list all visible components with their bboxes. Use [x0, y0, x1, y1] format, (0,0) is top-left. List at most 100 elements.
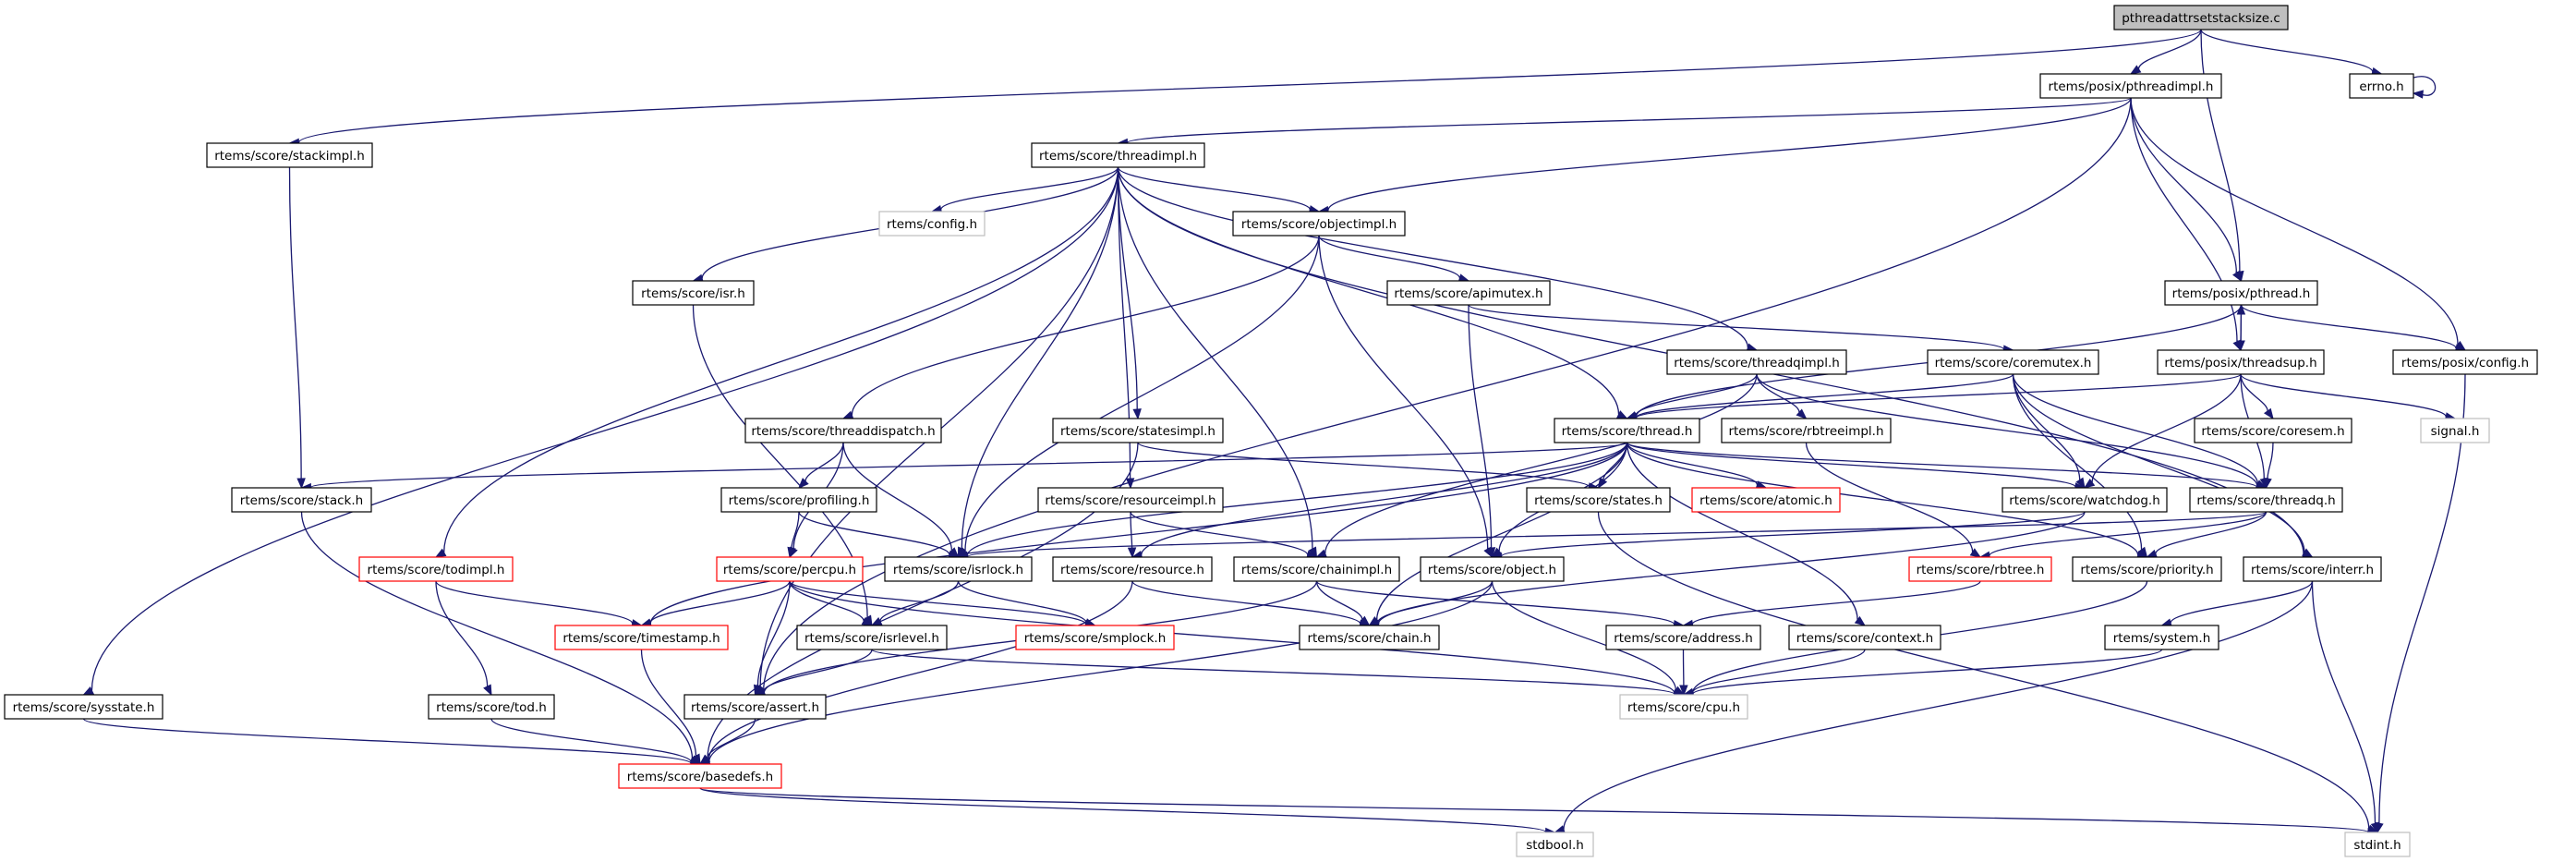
- node-tod[interactable]: rtems/score/tod.h: [428, 694, 555, 720]
- node-basedefs[interactable]: rtems/score/basedefs.h: [618, 763, 782, 789]
- node-posixconfig[interactable]: rtems/posix/config.h: [2392, 349, 2538, 375]
- node-isrlevel[interactable]: rtems/score/isrlevel.h: [796, 625, 948, 650]
- node-resourceimpl[interactable]: rtems/score/resourceimpl.h: [1037, 487, 1224, 513]
- node-pthread[interactable]: rtems/posix/pthread.h: [2164, 280, 2318, 306]
- node-errno[interactable]: errno.h: [2349, 73, 2414, 99]
- edge-line: [2012, 373, 2081, 480]
- edge-arrowhead: [483, 684, 492, 697]
- node-label: rtems/posix/pthread.h: [2172, 286, 2311, 301]
- node-timestamp[interactable]: rtems/score/timestamp.h: [554, 625, 729, 650]
- edge-isrlevel-to-cpu: [871, 649, 1686, 699]
- node-label: rtems/score/thread.h: [1562, 424, 1693, 439]
- edge-line: [2130, 97, 2237, 273]
- edge-line: [804, 442, 844, 482]
- node-assert[interactable]: rtems/score/assert.h: [683, 694, 827, 720]
- edge-interr-to-stdint: [2311, 580, 2379, 834]
- node-rbtree[interactable]: rtems/score/rbtree.h: [1908, 556, 2052, 582]
- edge-line: [2240, 373, 2268, 412]
- edge-arrowhead: [2263, 477, 2272, 490]
- edge-line: [871, 649, 1675, 696]
- edge-threadimpl-to-objectimpl: [1117, 166, 1321, 214]
- node-box: [632, 280, 755, 306]
- node-states[interactable]: rtems/score/states.h: [1526, 487, 1671, 513]
- node-threadqimpl[interactable]: rtems/score/threadqimpl.h: [1666, 349, 1847, 375]
- node-address[interactable]: rtems/score/address.h: [1605, 625, 1761, 650]
- edge-line: [2012, 373, 2305, 552]
- node-isrlock[interactable]: rtems/score/isrlock.h: [884, 556, 1033, 582]
- edge-line: [649, 442, 1628, 625]
- node-threaddispatch[interactable]: rtems/score/threaddispatch.h: [744, 418, 942, 443]
- edge-line: [961, 166, 1119, 549]
- node-rbtreeimpl[interactable]: rtems/score/rbtreeimpl.h: [1721, 418, 1892, 443]
- edge-object-to-basedefs: [698, 580, 1494, 767]
- edge-arrowhead: [2083, 478, 2096, 489]
- edge-line: [957, 580, 1087, 624]
- edge-todimpl-to-tod: [435, 580, 492, 697]
- node-todimpl[interactable]: rtems/score/todimpl.h: [358, 556, 514, 582]
- node-chainimpl[interactable]: rtems/score/chainimpl.h: [1233, 556, 1400, 582]
- node-label: rtems/posix/config.h: [2401, 356, 2529, 370]
- edge-isrlock-to-smplock: [957, 580, 1096, 627]
- node-stack[interactable]: rtems/score/stack.h: [231, 487, 372, 513]
- node-resource[interactable]: rtems/score/resource.h: [1052, 556, 1213, 582]
- node-pthreadimpl[interactable]: rtems/posix/pthreadimpl.h: [2039, 73, 2222, 99]
- node-thread[interactable]: rtems/score/thread.h: [1554, 418, 1700, 443]
- node-box: [720, 487, 877, 513]
- edge-timestamp-to-basedefs: [640, 649, 701, 766]
- edge-arrowhead: [2263, 407, 2274, 420]
- node-coremutex[interactable]: rtems/score/coremutex.h: [1927, 349, 2099, 375]
- node-context[interactable]: rtems/score/context.h: [1788, 625, 1941, 650]
- node-box: [2072, 556, 2222, 582]
- node-label: rtems/score/interr.h: [2251, 563, 2374, 577]
- node-watchdog[interactable]: rtems/score/watchdog.h: [2002, 487, 2168, 513]
- edge-assert-to-basedefs: [698, 718, 756, 765]
- node-sysstate[interactable]: rtems/score/sysstate.h: [4, 694, 163, 720]
- edge-line: [789, 580, 1675, 694]
- edge-line: [1117, 166, 1138, 410]
- node-label: rtems/score/priority.h: [2080, 563, 2213, 577]
- node-coresem[interactable]: rtems/score/coresem.h: [2194, 418, 2352, 443]
- node-atomic[interactable]: rtems/score/atomic.h: [1691, 487, 1841, 513]
- edge-rbtreeimpl-to-rbtree: [1805, 442, 1982, 558]
- node-box: [2039, 73, 2222, 99]
- node-system[interactable]: rtems/system.h: [2104, 625, 2219, 650]
- node-box: [1420, 556, 1565, 582]
- node-apimutex[interactable]: rtems/score/apimutex.h: [1386, 280, 1551, 306]
- node-stackimpl[interactable]: rtems/score/stackimpl.h: [206, 142, 373, 168]
- edge-line: [851, 235, 1320, 416]
- node-label: errno.h: [2359, 79, 2403, 94]
- node-box: [1052, 556, 1213, 582]
- node-isr[interactable]: rtems/score/isr.h: [632, 280, 755, 306]
- node-box: [206, 142, 373, 168]
- node-box: [796, 625, 948, 650]
- edge-arrowhead: [1854, 615, 1867, 626]
- edge-coremutex-to-interr: [2012, 373, 2314, 558]
- edge-line: [1626, 442, 1858, 620]
- node-threadsup[interactable]: rtems/posix/threadsup.h: [2157, 349, 2325, 375]
- node-statesimpl[interactable]: rtems/score/statesimpl.h: [1052, 418, 1224, 443]
- node-profiling[interactable]: rtems/score/profiling.h: [720, 487, 877, 513]
- edge-line: [1117, 166, 1313, 550]
- node-object[interactable]: rtems/score/object.h: [1420, 556, 1565, 582]
- node-percpu[interactable]: rtems/score/percpu.h: [716, 556, 864, 582]
- edge-arrowhead: [1125, 478, 1135, 490]
- node-chain[interactable]: rtems/score/chain.h: [1299, 625, 1440, 650]
- node-smplock[interactable]: rtems/score/smplock.h: [1015, 625, 1175, 650]
- node-objectimpl[interactable]: rtems/score/objectimpl.h: [1232, 211, 1406, 237]
- node-config: rtems/config.h: [878, 211, 986, 237]
- node-box: [1605, 625, 1761, 650]
- edge-arrowhead: [861, 616, 874, 626]
- edge-arrowhead: [1359, 615, 1371, 626]
- node-root[interactable]: pthreadattrsetstacksize.c: [2113, 5, 2289, 30]
- edge-line: [1805, 442, 1974, 552]
- edge-line: [1491, 580, 1677, 690]
- node-box: [1232, 211, 1406, 237]
- node-threadq[interactable]: rtems/score/threadq.h: [2189, 487, 2343, 513]
- node-priority[interactable]: rtems/score/priority.h: [2072, 556, 2222, 582]
- node-interr[interactable]: rtems/score/interr.h: [2243, 556, 2382, 582]
- edge-line: [708, 580, 1494, 762]
- node-threadimpl[interactable]: rtems/score/threadimpl.h: [1031, 142, 1205, 168]
- node-box: [2420, 418, 2490, 443]
- edge-threadimpl-to-chainimpl: [1117, 166, 1318, 559]
- edge-objectimpl-to-apimutex: [1318, 235, 1470, 283]
